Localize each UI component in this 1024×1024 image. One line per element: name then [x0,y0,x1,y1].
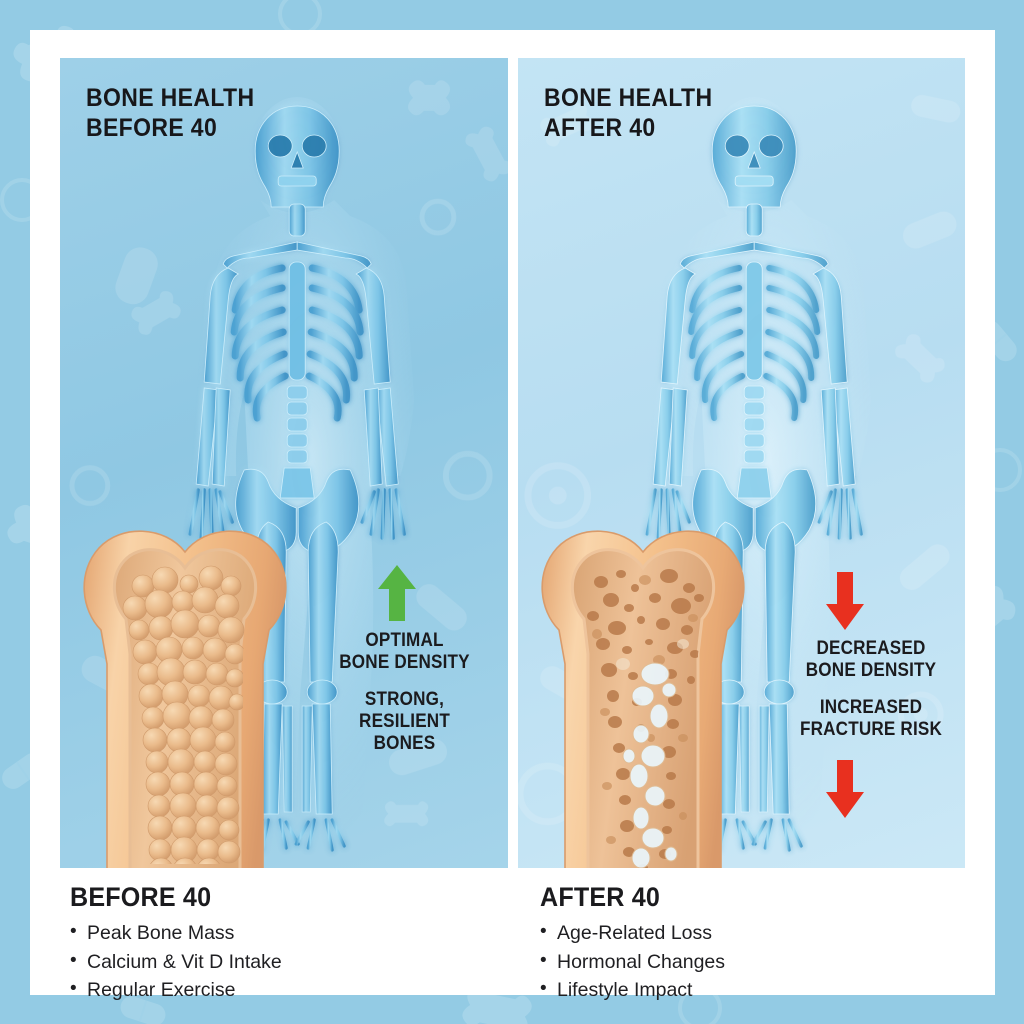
arrow-down-icon-top [825,572,864,630]
panel-before-40: BONE HEALTH BEFORE 40 [60,58,508,868]
panel-heading-after: BONE HEALTH AFTER 40 [543,84,712,142]
caption-list-before: •Peak Bone Mass •Calcium & Vit D Intake … [70,919,530,1005]
panel-heading-before: BONE HEALTH BEFORE 40 [86,84,255,142]
caption-after-40: AFTER 40 • Age-Related Loss • Hormonal Cha… [530,882,1000,1012]
list-item: • Regular Exercise [70,976,530,1005]
callout-primary-before: OPTIMAL BONE DENSITY [339,630,470,673]
list-item-label: Age-Related Loss [557,922,713,944]
callout-secondary-before: STRONG, RESILIENT BONES [359,689,450,754]
caption-row: BEFORE 40 • Peak Bone Mass • Calcium & Vit… [60,882,1000,1012]
list-item-label: Lifestyle Impact [557,979,693,1002]
trabecular-pores-porous [586,569,704,868]
bone-cross-section-dense [65,524,305,868]
callout-before-40: OPTIMAL BONE DENSITY STRONG, RESILIENT B… [330,630,479,754]
list-item-label: Peak Bone Mass [87,922,235,944]
bullet-glyph: • [540,978,547,1000]
list-item: • Hormonal Changes [540,948,1000,977]
trabecular-spheres-dense [122,565,246,864]
list-item: • Calcium & Vit D Intake [70,948,530,977]
caption-before-40: BEFORE 40 • Peak Bone Mass • Calcium & Vit… [60,882,530,1012]
comparison-panels: BONE HEALTH BEFORE 40 [60,58,965,868]
list-item-label: Regular Exercise [87,979,236,1002]
bullet-glyph: • [70,978,77,1000]
callout-primary-after: DECREASED BONE DENSITY [805,638,936,681]
panel-after-40: BONE HEALTH AFTER 40 [517,58,965,868]
content-card: BONE HEALTH BEFORE 40 [30,30,995,1001]
arrow-down-icon-bottom [825,760,864,818]
bone-cross-section-porous [523,524,763,868]
list-item: • Lifestyle Impact [540,976,1000,1005]
bullet-glyph: • [70,949,77,971]
caption-list-after: • Age-Related Loss • Hormonal Changes • Lif… [540,919,1000,1005]
bullet-glyph: • [540,949,547,971]
list-item: • Peak Bone Mass [70,919,530,948]
list-item-label: Calcium & Vit D Intake [87,950,282,973]
bullet-glyph: • [70,921,77,942]
arrow-up-icon [378,565,416,621]
list-item-label: Hormonal Changes [557,950,726,973]
bullet-glyph: • [540,921,547,942]
caption-title-before: BEFORE 40 [70,882,212,912]
caption-title-after: AFTER 40 [540,882,661,912]
callout-after-40: DECREASED BONE DENSITY INCREASED FRACTUR… [785,638,956,741]
list-item: • Age-Related Loss [540,919,1000,948]
callout-secondary-after: INCREASED FRACTURE RISK [799,697,942,740]
